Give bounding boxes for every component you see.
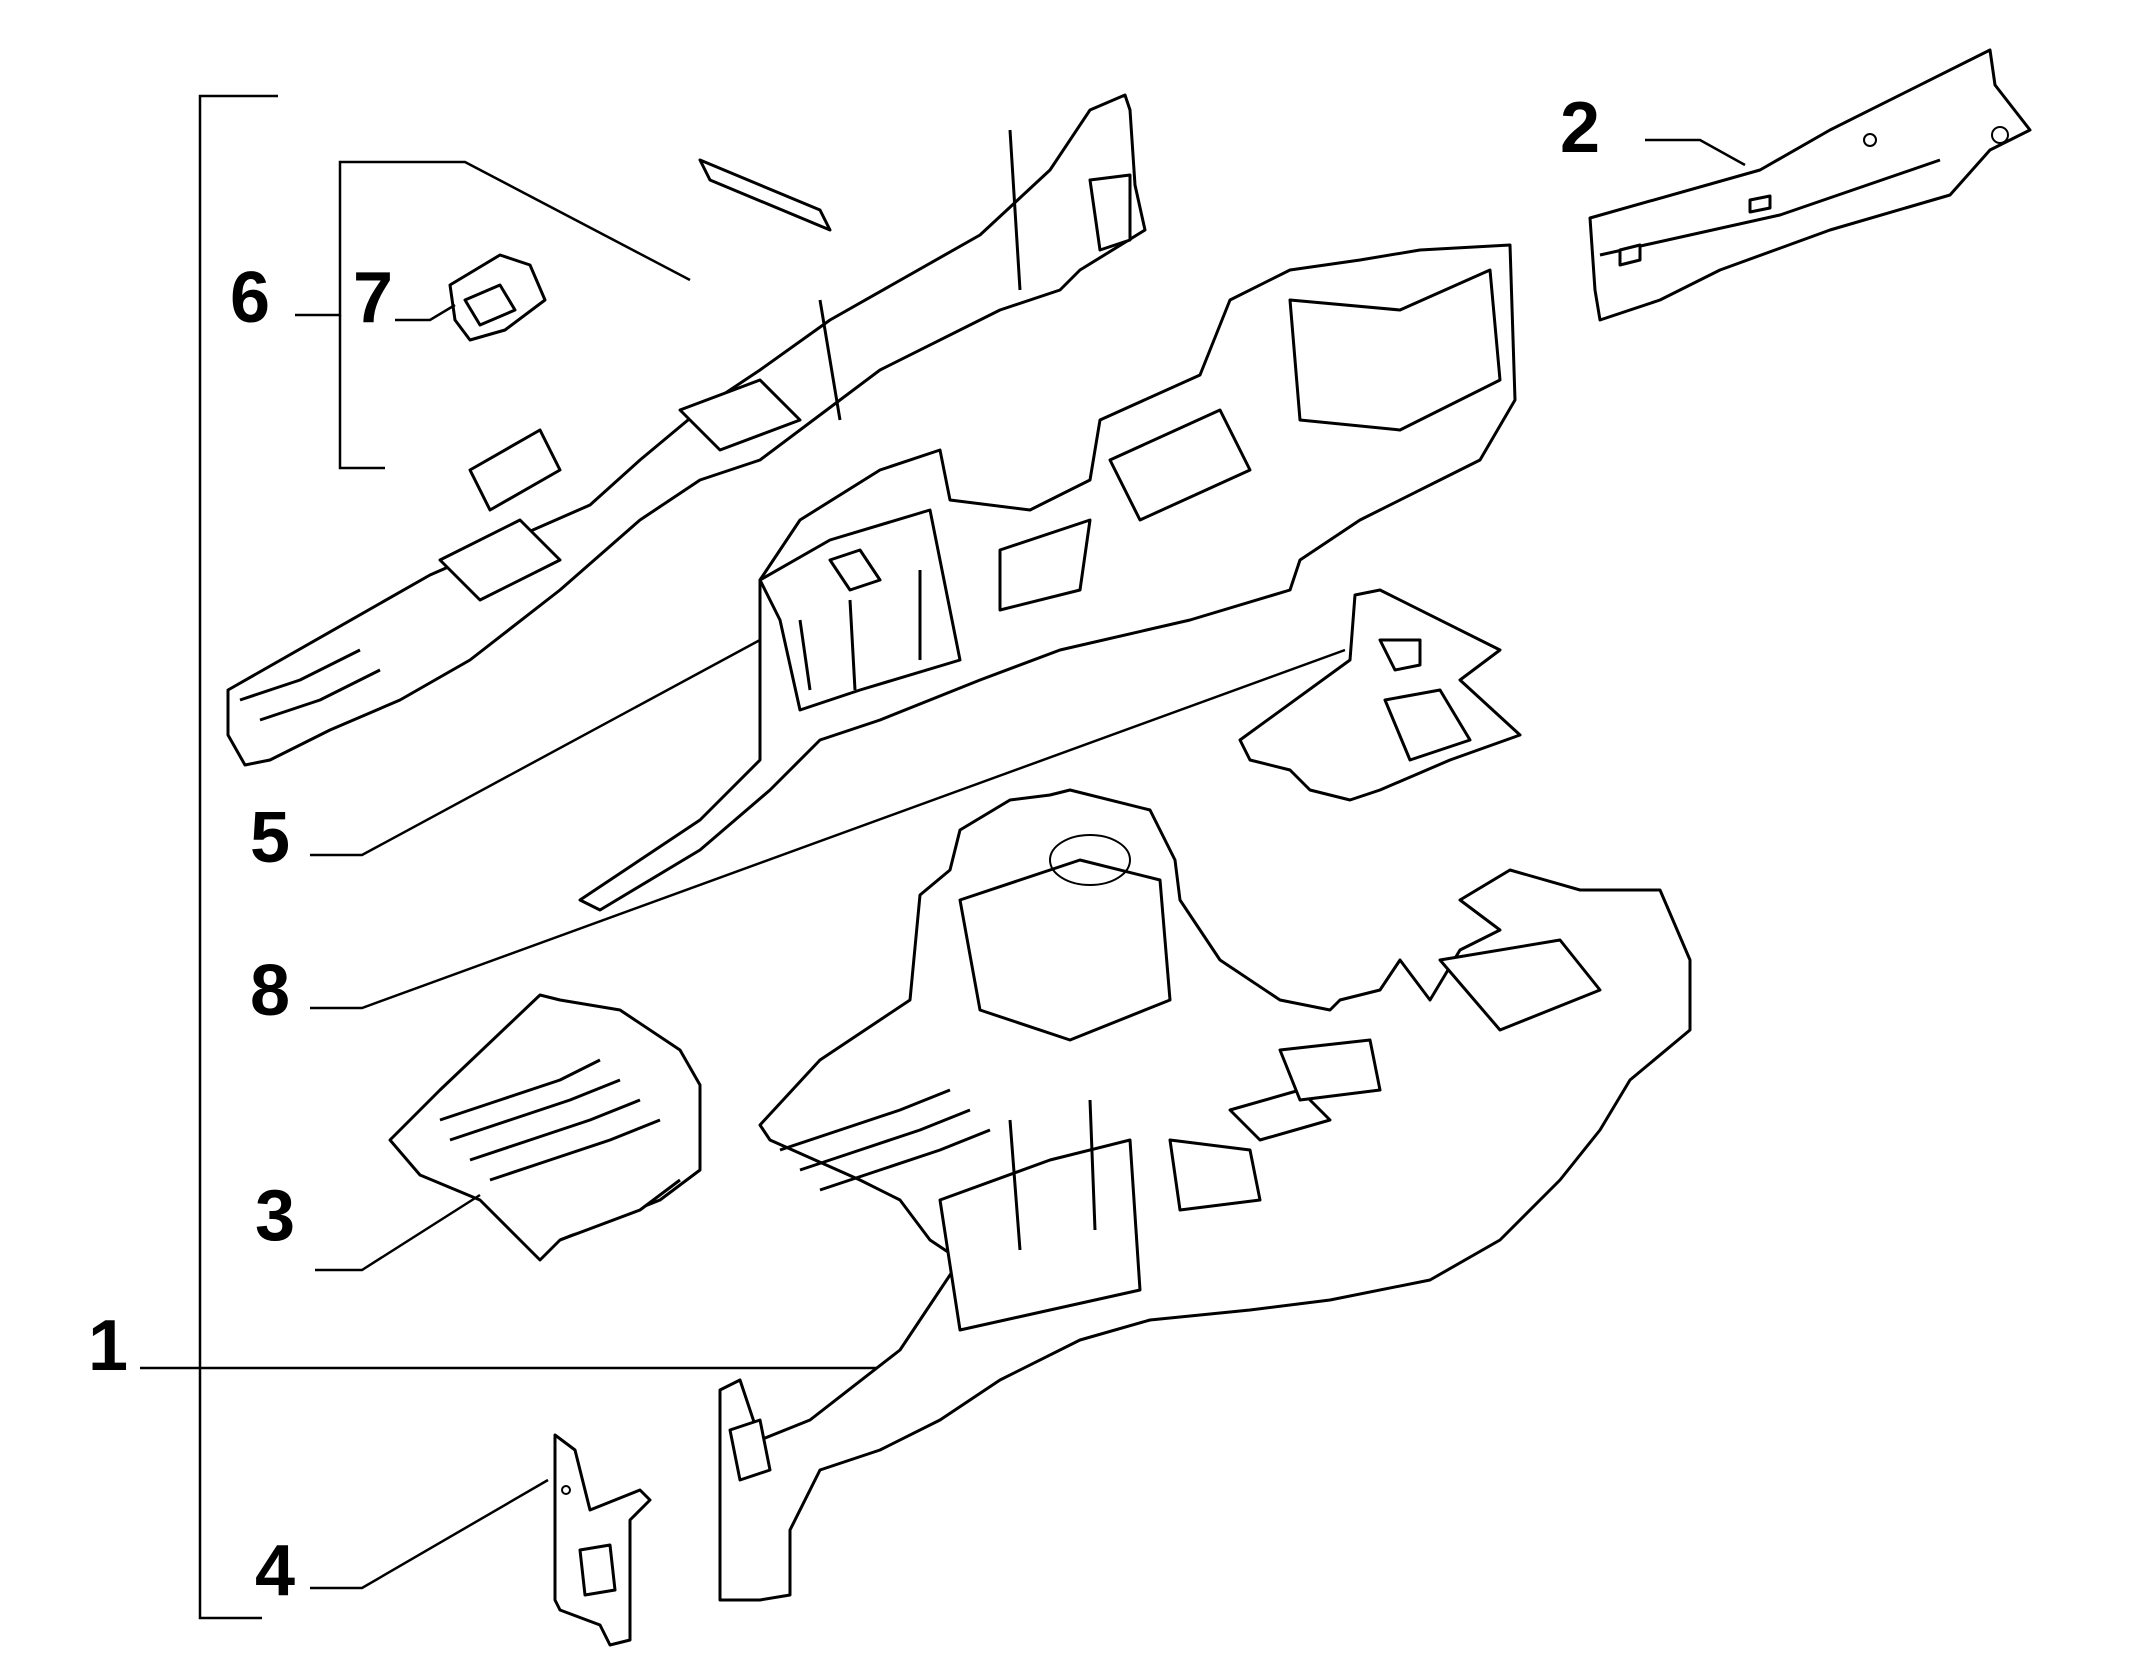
callout-7: 7 xyxy=(353,258,394,338)
assembly-6-bracket xyxy=(295,160,691,470)
leader-lines xyxy=(310,138,1746,1590)
part-2-crossmember xyxy=(1588,48,2032,322)
part-5-rail-assembly xyxy=(578,243,1517,912)
part-3-floor-plate xyxy=(388,993,702,1262)
part-8-plate xyxy=(1238,588,1522,802)
part-4-bracket xyxy=(553,1433,652,1647)
part-6-front-rail xyxy=(226,93,1147,767)
part-1-front-end-assembly xyxy=(718,788,1692,1602)
callout-4: 4 xyxy=(255,1531,296,1611)
assembly-1-bracket xyxy=(140,94,900,1620)
callout-8: 8 xyxy=(250,951,291,1031)
callout-1: 1 xyxy=(88,1306,129,1386)
callout-6: 6 xyxy=(230,258,271,338)
callout-5: 5 xyxy=(250,798,291,878)
callout-2: 2 xyxy=(1560,88,1601,168)
part-7-small-bracket xyxy=(448,253,547,342)
callout-3: 3 xyxy=(255,1176,296,1256)
